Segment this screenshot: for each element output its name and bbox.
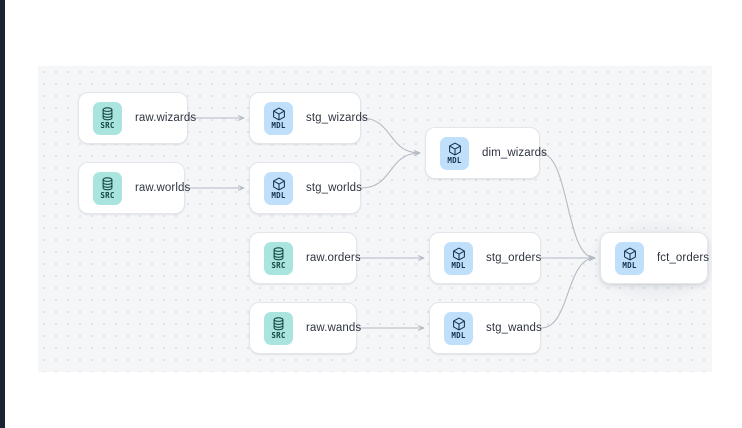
model-badge: MDL	[264, 171, 293, 205]
model-badge: MDL	[440, 136, 469, 170]
node-label: raw.worlds	[135, 182, 191, 194]
badge-kind-label: SRC	[271, 260, 286, 270]
cube-icon	[448, 142, 462, 156]
node-label: fct_orders	[657, 252, 710, 264]
model-badge: MDL	[264, 101, 293, 135]
node-label: dim_wizards	[482, 147, 548, 159]
model-badge: MDL	[444, 241, 473, 275]
badge-kind-label: MDL	[447, 155, 462, 165]
badge-kind-label: MDL	[271, 190, 286, 200]
node-raw-worlds[interactable]: SRC raw.worlds	[78, 162, 190, 214]
badge-kind-label: MDL	[451, 260, 466, 270]
node-raw-orders[interactable]: SRC raw.orders	[249, 232, 361, 284]
cube-icon	[452, 247, 466, 261]
edge-stg-wands-to-fct-orders	[540, 258, 595, 329]
badge-kind-label: SRC	[271, 330, 286, 340]
node-label: stg_orders	[486, 252, 542, 264]
node-label: raw.orders	[306, 252, 361, 264]
badge-kind-label: MDL	[451, 330, 466, 340]
database-icon	[272, 246, 285, 261]
source-badge: SRC	[264, 241, 293, 275]
edge-stg-worlds-to-dim-wizards	[360, 153, 420, 189]
database-icon	[101, 176, 114, 191]
node-label: raw.wands	[306, 322, 362, 334]
source-badge: SRC	[264, 311, 293, 345]
badge-kind-label: SRC	[100, 190, 115, 200]
source-badge: SRC	[93, 171, 122, 205]
edge-dim-wizards-to-fct-orders	[539, 152, 595, 258]
node-label: stg_worlds	[306, 182, 362, 194]
source-badge: SRC	[93, 101, 122, 135]
node-label: stg_wands	[486, 322, 542, 334]
cube-icon	[272, 177, 286, 191]
node-dim-wizards[interactable]: MDL dim_wizards	[425, 127, 547, 179]
badge-kind-label: SRC	[100, 120, 115, 130]
model-badge: MDL	[615, 241, 644, 275]
node-fct-orders[interactable]: MDL fct_orders	[600, 232, 710, 284]
badge-kind-label: MDL	[622, 260, 637, 270]
node-stg-orders[interactable]: MDL stg_orders	[429, 232, 541, 284]
node-raw-wizards[interactable]: SRC raw.wizards	[78, 92, 196, 144]
cube-icon	[272, 107, 286, 121]
model-badge: MDL	[444, 311, 473, 345]
node-stg-worlds[interactable]: MDL stg_worlds	[249, 162, 362, 214]
badge-kind-label: MDL	[271, 120, 286, 130]
node-label: raw.wizards	[135, 112, 197, 124]
node-label: stg_wizards	[306, 112, 368, 124]
cube-icon	[452, 317, 466, 331]
database-icon	[272, 316, 285, 331]
database-icon	[101, 106, 114, 121]
left-nav-rail	[0, 0, 5, 428]
node-raw-wands[interactable]: SRC raw.wands	[249, 302, 361, 354]
edge-stg-wizards-to-dim-wizards	[360, 117, 420, 153]
cube-icon	[623, 247, 637, 261]
node-stg-wizards[interactable]: MDL stg_wizards	[249, 92, 368, 144]
node-stg-wands[interactable]: MDL stg_wands	[429, 302, 542, 354]
